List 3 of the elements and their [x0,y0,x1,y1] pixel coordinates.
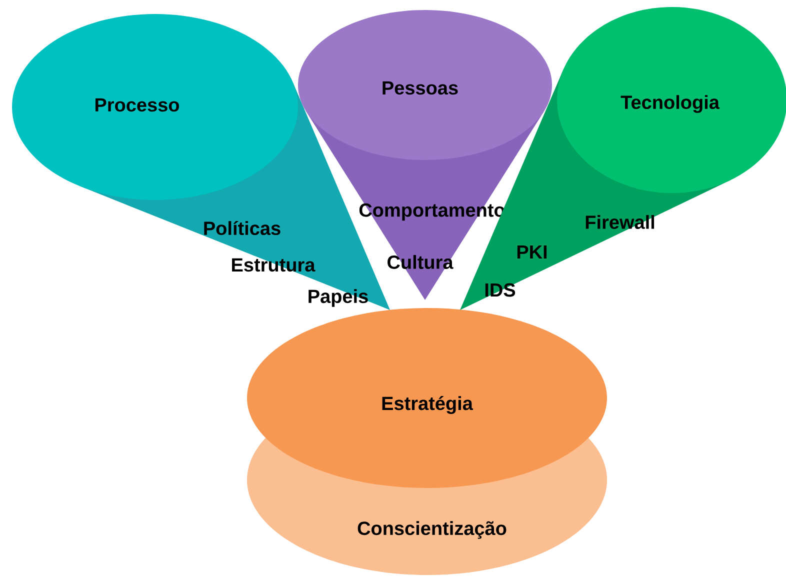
text-label: Estratégia [382,396,474,414]
text-label: Conscientização [358,521,506,539]
heading: Pessoas [382,81,458,95]
